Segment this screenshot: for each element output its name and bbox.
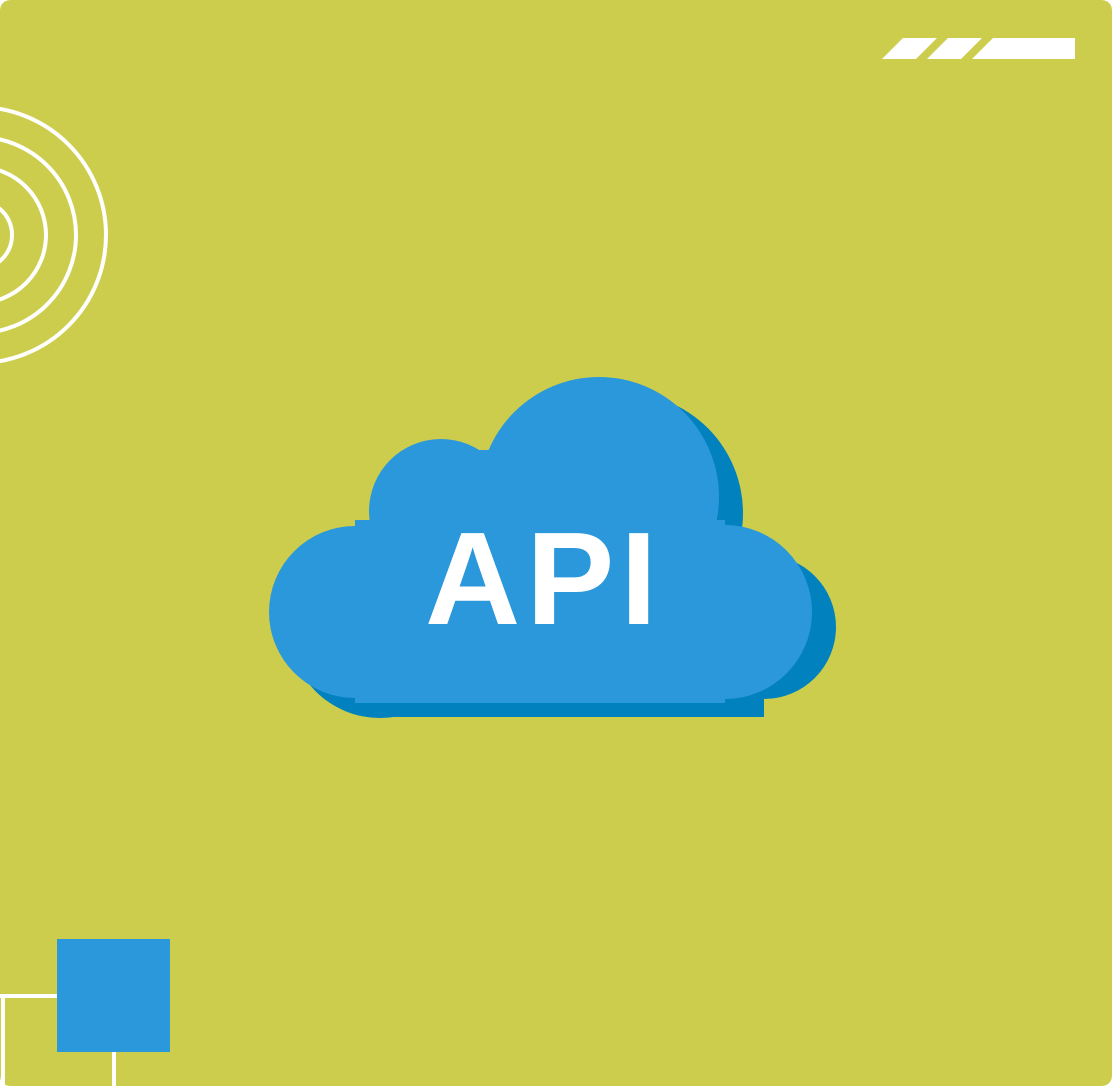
slanted-stripes-icon [882,38,1075,59]
cloud-label: API [425,505,663,652]
blue-square [57,939,170,1052]
square-frame-icon [0,939,170,1086]
concentric-rings-icon [0,106,108,364]
cloud-icon [269,377,812,703]
